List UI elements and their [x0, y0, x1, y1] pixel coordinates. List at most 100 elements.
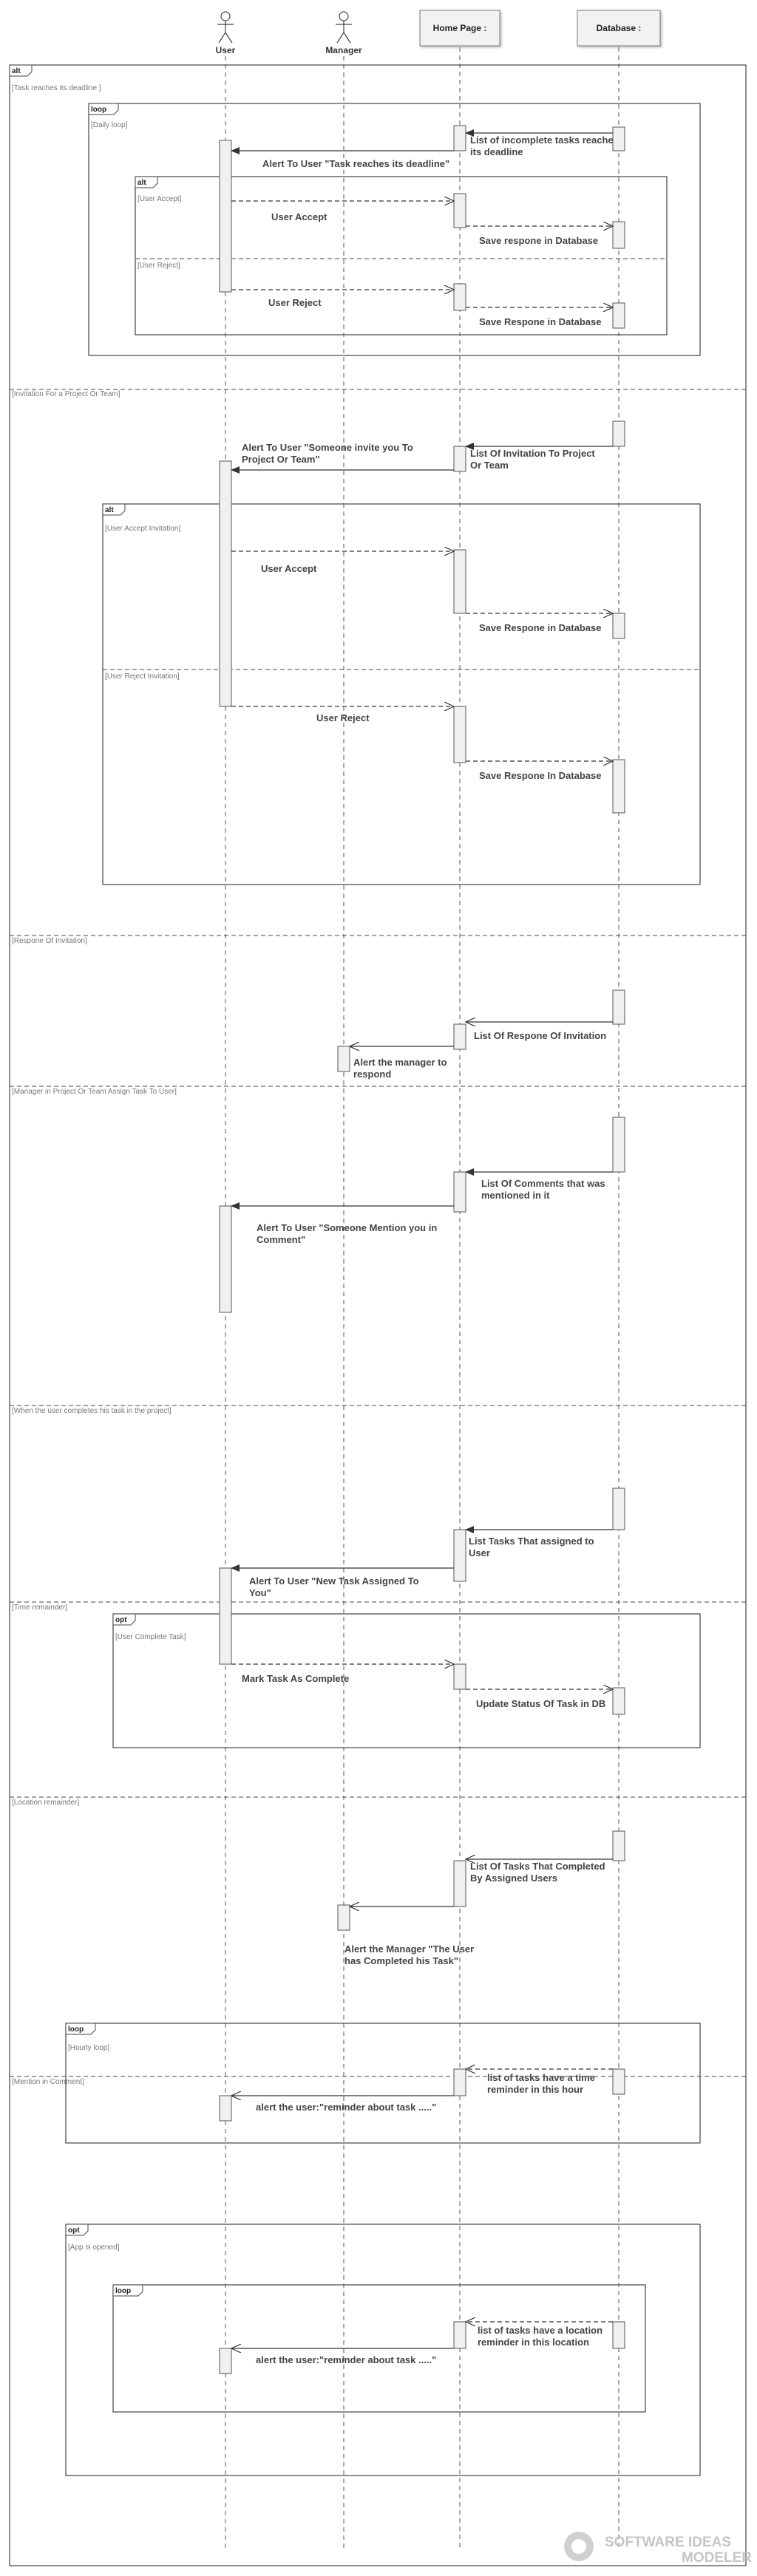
activation-bar: [453, 2068, 466, 2096]
activation-bar: [612, 1117, 625, 1173]
message-label: Update Status Of Task in DB: [476, 1698, 605, 1709]
fragment-name: alt: [138, 179, 146, 187]
activation-bar: [612, 420, 625, 447]
fragment-opt-app: opt [App is opened]: [65, 2224, 701, 2476]
guard-text: [User Accept Invitation]: [105, 525, 180, 533]
guard-text: [User Accept]: [138, 195, 182, 203]
guard-text: [Invitation For a Project Or Team]: [12, 390, 120, 398]
lifelines: [225, 47, 619, 2549]
fragment-loop-location: loop: [112, 2284, 646, 2413]
message-label: User Accept: [261, 563, 317, 574]
guard-text: [User Reject]: [138, 262, 180, 270]
guard-text: [User Reject Invitation]: [105, 672, 180, 681]
message-label: List Of Respone Of Invitation: [474, 1030, 606, 1041]
watermark-line1: SOFTWARE IDEAS: [605, 2535, 731, 2550]
activation-bar: [337, 1904, 350, 1931]
fragment-loop-daily: loop [Daily loop]: [88, 103, 701, 356]
participant-label: User: [216, 45, 236, 55]
activation-bar: [219, 2348, 232, 2374]
guard-text: [When the user completes his task in the…: [12, 1407, 172, 1415]
participant-database[interactable]: Database :: [577, 10, 661, 47]
activation-bar: [453, 1663, 466, 1690]
participant-home-page[interactable]: Home Page :: [419, 10, 500, 47]
participant-user[interactable]: User: [216, 11, 236, 55]
fragment-alt-invitation: alt [User Accept Invitation] [User Rejec…: [102, 503, 701, 885]
guard-text: [App is opened]: [68, 2243, 120, 2252]
activation-bar: [612, 1687, 625, 1715]
activation-bar: [453, 1023, 466, 1050]
guard-text: [Location remainder]: [12, 1799, 79, 1807]
activation-bar: [612, 2321, 625, 2349]
activation-bar: [453, 446, 466, 472]
fragment-alt-accept: alt [User Accept] [User Reject]: [135, 176, 668, 335]
activation-bar: [612, 126, 625, 151]
fragment-name: opt: [115, 1616, 127, 1624]
activation-bar: [453, 125, 466, 151]
fragment-loop-hourly: loop [Hourly loop]: [65, 2023, 701, 2144]
activation-bar: [337, 1046, 350, 1072]
activation-bar: [612, 989, 625, 1025]
guard-text: [Manager in Project Or Team Assign Task …: [12, 1088, 177, 1096]
activation-bar: [453, 1171, 466, 1213]
activation-bar: [612, 1830, 625, 1861]
message-label: Save Respone in Database: [479, 316, 601, 327]
message-label: Save respone in Database: [479, 235, 598, 246]
guard-text: [Daily loop]: [91, 121, 128, 129]
activation-bar: [453, 283, 466, 311]
activation-bar: [453, 706, 466, 763]
activation-bar: [219, 140, 232, 293]
fragment-name: alt: [12, 67, 21, 75]
fragment-name: loop: [115, 2287, 131, 2295]
messages: [231, 129, 613, 2348]
watermark: SOFTWARE IDEAS MODELER: [564, 2532, 752, 2566]
message-label: User Reject: [268, 297, 322, 308]
activation-bar: [453, 1860, 466, 1907]
message-label: Mark Task As Complete: [242, 1673, 349, 1684]
fragment-name: loop: [68, 2025, 84, 2034]
fragment-name: loop: [91, 106, 106, 114]
fragment-alt-main: alt [Task reaches its deadline ] [Invita…: [9, 64, 747, 2566]
participant-label: Database :: [597, 23, 642, 33]
activation-bars: [219, 125, 625, 2374]
activation-bar: [612, 759, 625, 814]
activation-bar: [612, 221, 625, 249]
message-label: Save Respone in Database: [479, 622, 601, 633]
activation-bar: [219, 1205, 232, 1313]
message-label: User Accept: [271, 211, 327, 222]
activation-bar: [453, 193, 466, 228]
message-label: alert the user:"reminder about task ....…: [256, 2102, 436, 2113]
message-label: Save Respone In Database: [479, 770, 601, 781]
participant-label: Manager: [325, 45, 362, 55]
activation-bar: [219, 460, 232, 707]
activation-bar: [612, 1488, 625, 1530]
message-label: alert the user:"reminder about task ....…: [256, 2354, 436, 2365]
activation-bar: [453, 549, 466, 614]
guard-text: [Hourly loop]: [68, 2044, 109, 2052]
watermark-line2: MODELER: [682, 2550, 752, 2566]
activation-bar: [612, 302, 625, 329]
activation-bar: [612, 613, 625, 639]
guard-text: [User Complete Task]: [115, 1633, 186, 1641]
participant-manager[interactable]: Manager: [325, 11, 362, 55]
activation-bar: [453, 2321, 466, 2349]
activation-bar: [612, 2068, 625, 2095]
fragment-name: alt: [105, 506, 114, 514]
message-label: Alert To User "Task reaches its deadline…: [262, 158, 449, 169]
guard-text: [Time remainder]: [12, 1604, 67, 1612]
message-label: User Reject: [316, 712, 370, 723]
fragment-opt-complete: opt [User Complete Task]: [112, 1613, 701, 1748]
